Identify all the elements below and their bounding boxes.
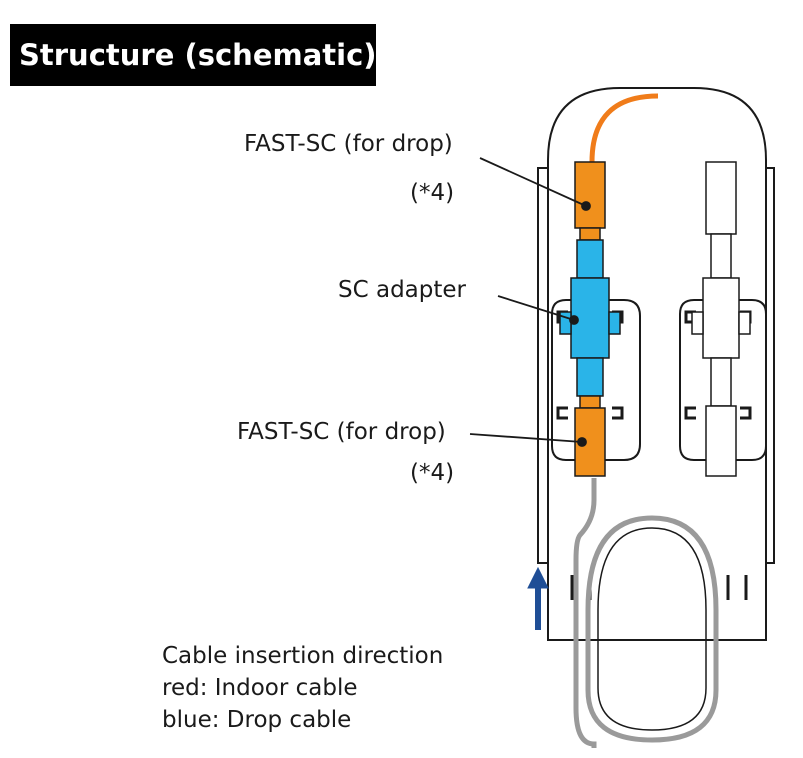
drop-cable <box>573 478 597 748</box>
right-connector-set <box>691 161 751 477</box>
fast-sc-top-label: FAST-SC (for drop) <box>244 131 453 157</box>
right-holder <box>679 299 767 461</box>
fast-sc-bottom-note: (*4) <box>410 460 455 486</box>
sc-adapter-upper <box>576 239 604 279</box>
fast-sc-top-note: (*4) <box>410 180 455 206</box>
fast-sc-top-boot <box>579 227 601 241</box>
insertion-arrow <box>527 566 549 630</box>
title-banner: Structure (schematic) <box>10 24 377 86</box>
legend-line-drop: blue: Drop cable <box>162 707 352 733</box>
sc-adapter-flange <box>559 311 621 335</box>
drop-cable-loop-inner <box>597 527 707 731</box>
legend-line-direction: Cable insertion direction <box>162 643 444 669</box>
fast-sc-top <box>574 161 606 229</box>
legend: Cable insertion direction red: Indoor ca… <box>162 640 443 736</box>
drop-cable-loop <box>585 515 719 743</box>
page-title: Structure (schematic) <box>19 38 377 72</box>
fast-sc-bottom-boot <box>579 395 601 409</box>
sc-adapter-lower <box>576 357 604 397</box>
indoor-cable <box>589 93 659 163</box>
sc-adapter-label: SC adapter <box>338 277 466 303</box>
fast-sc-bottom-label: FAST-SC (for drop) <box>237 419 446 445</box>
leader-lines <box>469 157 591 447</box>
left-holder <box>551 299 641 461</box>
legend-line-indoor: red: Indoor cable <box>162 675 358 701</box>
